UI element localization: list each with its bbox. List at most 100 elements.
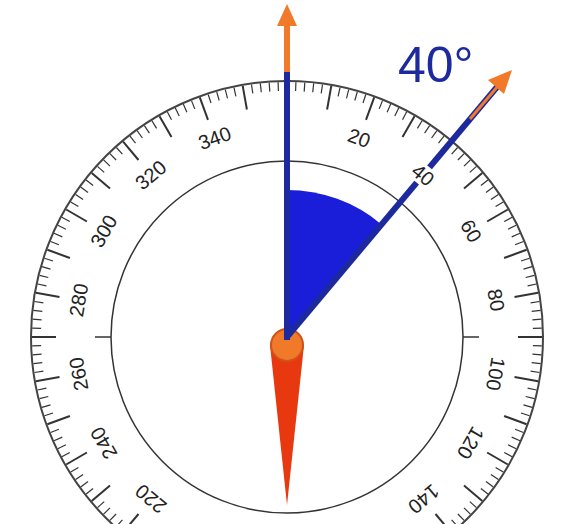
dial-tick [152,121,157,129]
north-arrow-shaft [284,70,290,340]
dial-tick [313,83,314,92]
dial-tick [417,121,422,129]
dial-tick [66,210,87,222]
dial-tick [278,82,279,91]
dial-tick [110,514,116,520]
dial-tick [355,92,358,101]
dial-tick [512,437,520,441]
dial-tick [40,397,49,399]
dial-tick [532,319,541,321]
dial-tick [338,88,340,97]
dial-tick [51,429,59,432]
dial-tick [379,101,382,109]
dial-tick [104,508,110,514]
dial-tick [508,225,516,229]
dial-tick [110,154,116,160]
dial-tick [175,108,179,116]
dial-tick [524,267,533,270]
dial-tick [38,388,47,390]
dial-tick [54,437,62,441]
dial-tick [464,173,482,188]
dial-tick [515,377,539,381]
dial-tick [36,377,60,381]
dial-tick [40,275,49,277]
dial-tick [38,284,47,286]
south-needle [270,345,304,505]
dial-tick [98,502,105,508]
dial-tick [71,202,79,207]
dial-tick [452,520,458,524]
dial-tick [521,258,530,261]
dial-tick [458,154,464,160]
dial-tick [92,486,110,501]
dial-tick [35,371,44,372]
dial-tick [504,250,526,258]
dial-tick [81,482,88,487]
dial-tick [32,345,41,346]
dial-tick [58,445,66,449]
dial-tick [58,225,66,229]
dial-tick [81,187,88,192]
dial-tick [62,217,70,221]
dial-tick [76,194,84,199]
dial-tick [217,92,220,101]
north-arrowhead [277,4,297,26]
dial-tick [531,371,540,372]
dial-tick [269,83,271,92]
dial-tick [526,397,535,399]
dial-number: 260 [65,354,91,394]
dial-tick [395,108,399,116]
dial-tick [167,112,171,120]
dial-tick [487,210,508,222]
dial-tick [304,83,306,92]
dial-tick [515,242,523,245]
dial-tick [512,233,520,237]
dial-tick [130,136,136,143]
dial-tick [366,97,374,120]
bearing-arrow-shaft [287,87,497,337]
dial-tick [439,136,445,143]
dial-tick [515,429,523,432]
angle-label: 40° [398,40,474,90]
dial-tick [504,416,526,424]
dial-tick [464,486,482,501]
dial-tick [321,85,322,94]
dial-tick [496,467,504,472]
dial-tick [116,520,122,524]
dial-tick [526,275,535,277]
dial-tick [532,363,541,364]
dial-tick [524,405,533,408]
dial-tick [521,413,530,416]
dial-tick [35,302,44,303]
dial-tick [66,453,87,465]
dial-tick [42,405,51,408]
dial-tick [387,104,391,112]
dial-tick [76,475,84,480]
dial-number: 80 [484,286,508,315]
dial-tick [104,160,110,166]
dial-tick [123,514,138,524]
dial-tick [432,131,437,138]
dial-tick [32,336,56,338]
dial-tick [260,83,261,92]
dial-tick [33,363,42,364]
dial-tick [515,293,539,297]
dial-tick [531,302,540,303]
dial-tick [327,86,331,110]
dial-tick [470,502,477,508]
dial-tick [458,514,464,520]
dial-tick [532,354,541,356]
dial-tick [54,233,62,237]
dial-tick [208,95,211,104]
north-arrow-shaft [284,22,290,72]
dial-tick [425,126,430,134]
dial-tick [452,148,458,155]
cross-mark [463,336,479,338]
dial-tick [533,328,542,329]
dial-tick [62,453,70,457]
dial-tick [192,101,195,109]
dial-tick [33,354,42,356]
dial-tick [86,180,93,186]
dial-tick [36,293,60,297]
